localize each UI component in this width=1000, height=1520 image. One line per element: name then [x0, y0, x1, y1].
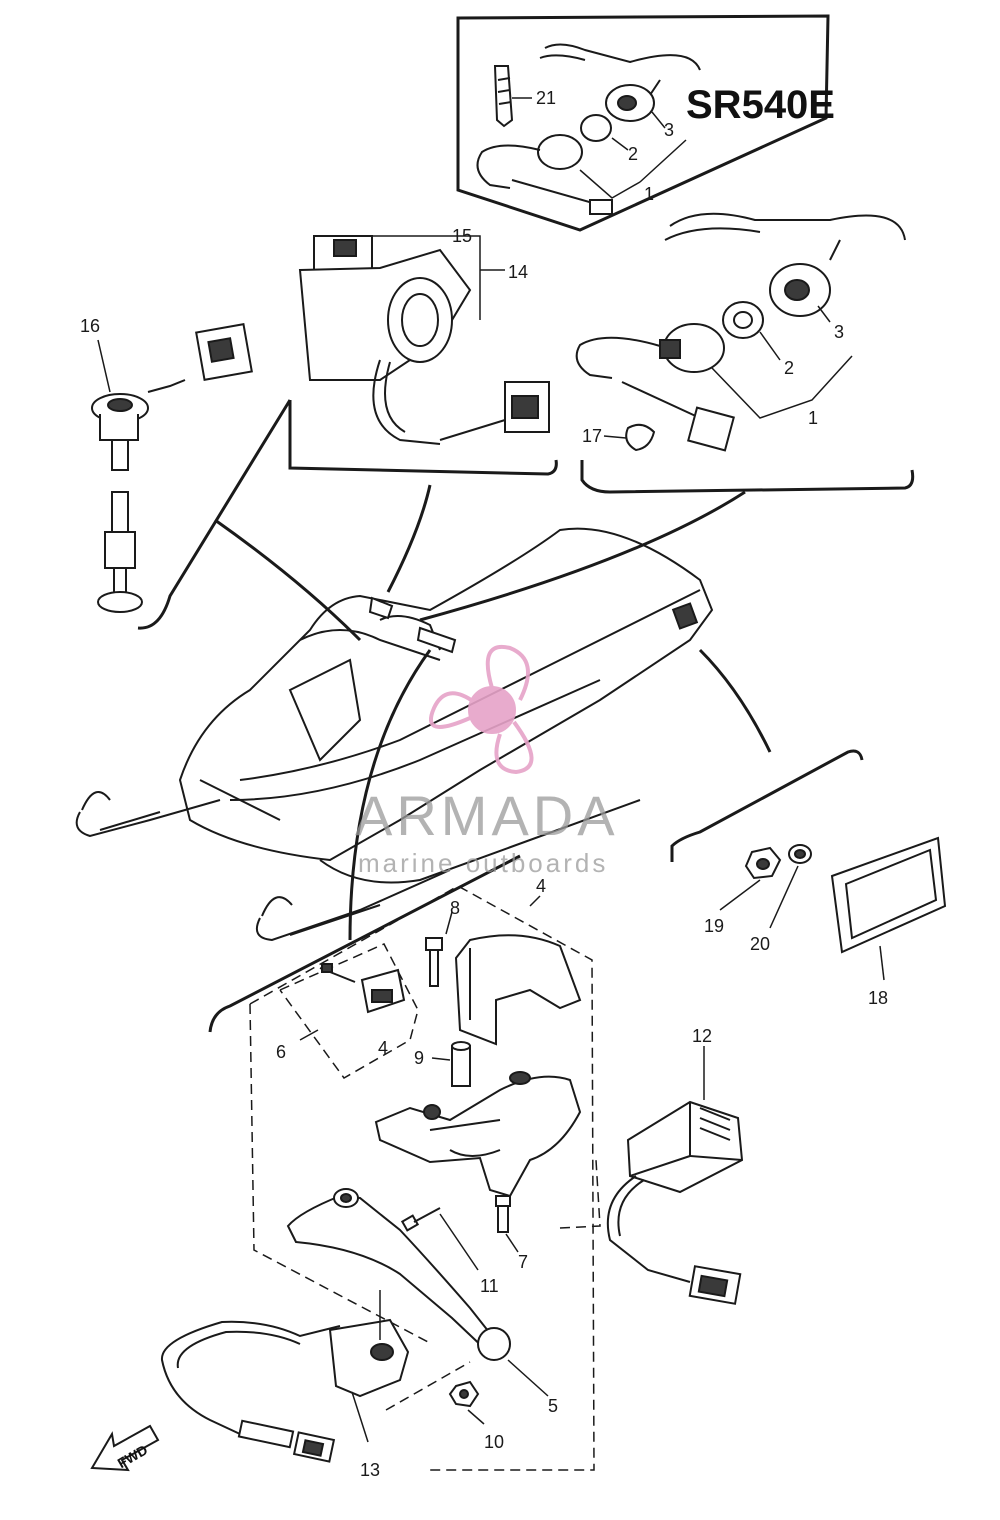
- label-6: 6: [276, 1042, 286, 1062]
- label-17: 17: [582, 426, 602, 446]
- label-6b: 4: [378, 1038, 388, 1058]
- part-6-connector: [319, 963, 406, 1014]
- label-18: 18: [868, 988, 888, 1008]
- control-module-group: 15 14: [288, 226, 558, 476]
- ski-rear: [256, 869, 451, 942]
- armada-propeller-logo: [428, 644, 534, 775]
- label-19: 19: [704, 916, 724, 936]
- label-2: 2: [784, 358, 794, 378]
- forward-arrow-icon: FWD: [90, 1424, 160, 1471]
- inset-label-2: 2: [628, 144, 638, 164]
- part-8-bolt: [425, 937, 443, 987]
- label-7: 7: [518, 1252, 528, 1272]
- inset-label-21: 21: [536, 88, 556, 108]
- watermark-subtitle: marine outboards: [358, 848, 608, 878]
- label-14: 14: [508, 262, 528, 282]
- inset-switch-assembly: [476, 84, 655, 215]
- part-10-nut: [448, 1380, 480, 1408]
- armada-watermark: ARMADA marine outboards: [355, 644, 619, 878]
- label-10: 10: [484, 1432, 504, 1452]
- inset-ignition-cable: [539, 43, 701, 96]
- part-7-screw: [495, 1195, 511, 1233]
- throttle-housing: [374, 1071, 582, 1198]
- part-11-screw: [400, 1207, 441, 1232]
- part-16-group: 16: [80, 316, 292, 630]
- sr540e-inset: 21 3 2 1 SR540E: [456, 14, 835, 232]
- part-5-lever: [286, 1188, 511, 1361]
- inset-label-1: 1: [644, 184, 654, 204]
- label-16: 16: [80, 316, 100, 336]
- label-9: 9: [414, 1048, 424, 1068]
- label-12: 12: [692, 1026, 712, 1046]
- part-12-module: [606, 1100, 744, 1305]
- main-switch-group: 3 2 1 17: [575, 212, 915, 494]
- label-5: 5: [548, 1396, 558, 1416]
- label-8: 8: [450, 898, 460, 918]
- hardware-group: 19 20 18: [670, 749, 947, 1008]
- ski-front: [75, 791, 221, 838]
- label-13: 13: [360, 1460, 380, 1480]
- watermark-title: ARMADA: [355, 784, 619, 847]
- label-15: 15: [452, 226, 472, 246]
- part-13-sensor: [160, 1318, 410, 1463]
- model-label: SR540E: [686, 83, 835, 127]
- assembly-leaders: [214, 484, 772, 941]
- inset-label-3: 3: [664, 120, 674, 140]
- inset-key: [493, 65, 514, 128]
- throttle-assembly: 4 8 6 4 9: [160, 854, 744, 1480]
- part-9-spacer: [451, 1041, 471, 1087]
- label-11: 11: [480, 1276, 499, 1296]
- label-4: 4: [536, 876, 546, 896]
- label-3: 3: [834, 322, 844, 342]
- label-20: 20: [750, 934, 770, 954]
- label-1: 1: [808, 408, 818, 428]
